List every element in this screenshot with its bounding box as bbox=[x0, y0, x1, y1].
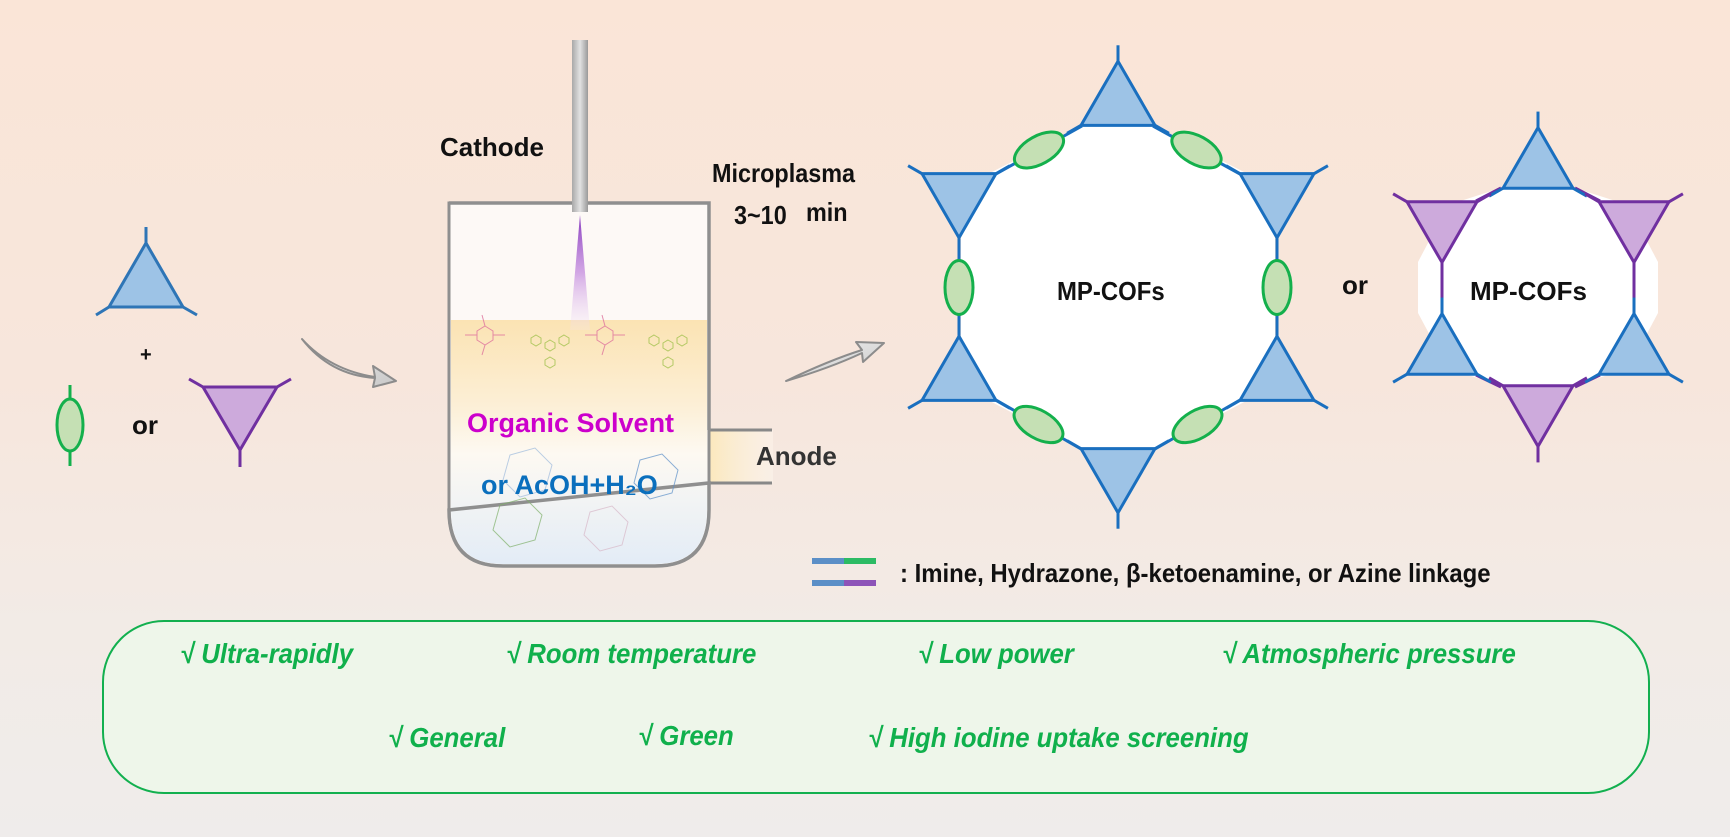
node-triangle-down bbox=[1500, 384, 1576, 450]
swatch-blue-green bbox=[812, 558, 844, 564]
reactant-blue-triangle bbox=[95, 227, 198, 317]
feature-green: √ Green bbox=[638, 720, 734, 751]
linker-ellipse bbox=[1012, 130, 1066, 170]
linker-ellipse bbox=[1170, 130, 1223, 170]
plasma-jet bbox=[570, 215, 590, 330]
arrow-reactants-to-reactor bbox=[301, 338, 397, 388]
node-triangle-up bbox=[1596, 310, 1672, 376]
linker-ellipse bbox=[1171, 404, 1224, 445]
node-triangle-up bbox=[919, 333, 999, 402]
node-triangle-down bbox=[1237, 172, 1317, 241]
feature-high-iodine-uptake: √ High iodine uptake screening bbox=[868, 722, 1249, 753]
node-triangle-down bbox=[919, 172, 999, 241]
feature-general: √ General bbox=[388, 722, 506, 753]
feature-low-power: √ Low power bbox=[918, 638, 1074, 669]
linkage-legend-text: : Imine, Hydrazone, β-ketoenamine, or Az… bbox=[900, 558, 1491, 588]
cof-label-small: MP-COFs bbox=[1470, 276, 1587, 306]
reactant-green-linker bbox=[55, 385, 85, 466]
microplasma-label: Microplasma bbox=[712, 158, 856, 188]
solvent-organic-label: Organic Solvent bbox=[467, 408, 675, 438]
plus-sign: + bbox=[140, 344, 152, 366]
swatch-blue-purple bbox=[812, 580, 844, 586]
feature-atmospheric-pressure: √ Atmospheric pressure bbox=[1222, 638, 1516, 669]
node-triangle-down bbox=[1596, 200, 1672, 266]
node-triangle-up bbox=[1404, 310, 1480, 376]
feature-ultra-rapidly: √ Ultra-rapidly bbox=[180, 638, 354, 669]
cof-hexagon-green-linker bbox=[907, 45, 1329, 529]
solvent-aqueous-label: or AcOH+H₂O bbox=[481, 470, 658, 500]
reactant-purple-triangle bbox=[188, 377, 292, 467]
features-panel bbox=[102, 620, 1650, 794]
or-label-reactants: or bbox=[132, 410, 158, 440]
anode-label: Anode bbox=[756, 441, 837, 471]
linkage-legend-swatches bbox=[812, 558, 876, 586]
or-label-products: or bbox=[1342, 270, 1368, 300]
anode-port bbox=[705, 430, 773, 483]
node-triangle-up bbox=[1500, 124, 1576, 190]
linker-ellipse bbox=[943, 259, 975, 316]
arrow-reactor-to-products bbox=[785, 341, 885, 382]
reactor-vessel bbox=[447, 40, 773, 568]
cof-hexagon-purple-node bbox=[1392, 111, 1684, 463]
node-triangle-up bbox=[1237, 333, 1317, 402]
cathode-rod bbox=[572, 40, 588, 212]
node-triangle-down bbox=[1404, 200, 1480, 266]
reaction-time-unit: min bbox=[806, 197, 848, 227]
linker-ellipse bbox=[1012, 404, 1065, 445]
cathode-label: Cathode bbox=[440, 132, 544, 162]
linker-ellipse bbox=[1261, 259, 1293, 316]
feature-room-temperature: √ Room temperature bbox=[506, 638, 757, 669]
cof-fragment-doodles bbox=[492, 447, 679, 552]
node-triangle-up bbox=[1078, 58, 1158, 127]
reaction-time-value: 3~10 bbox=[734, 200, 787, 230]
node-triangle-down bbox=[1078, 447, 1158, 516]
monomer-molecules bbox=[465, 314, 688, 369]
cof-label-large: MP-COFs bbox=[1057, 276, 1165, 306]
